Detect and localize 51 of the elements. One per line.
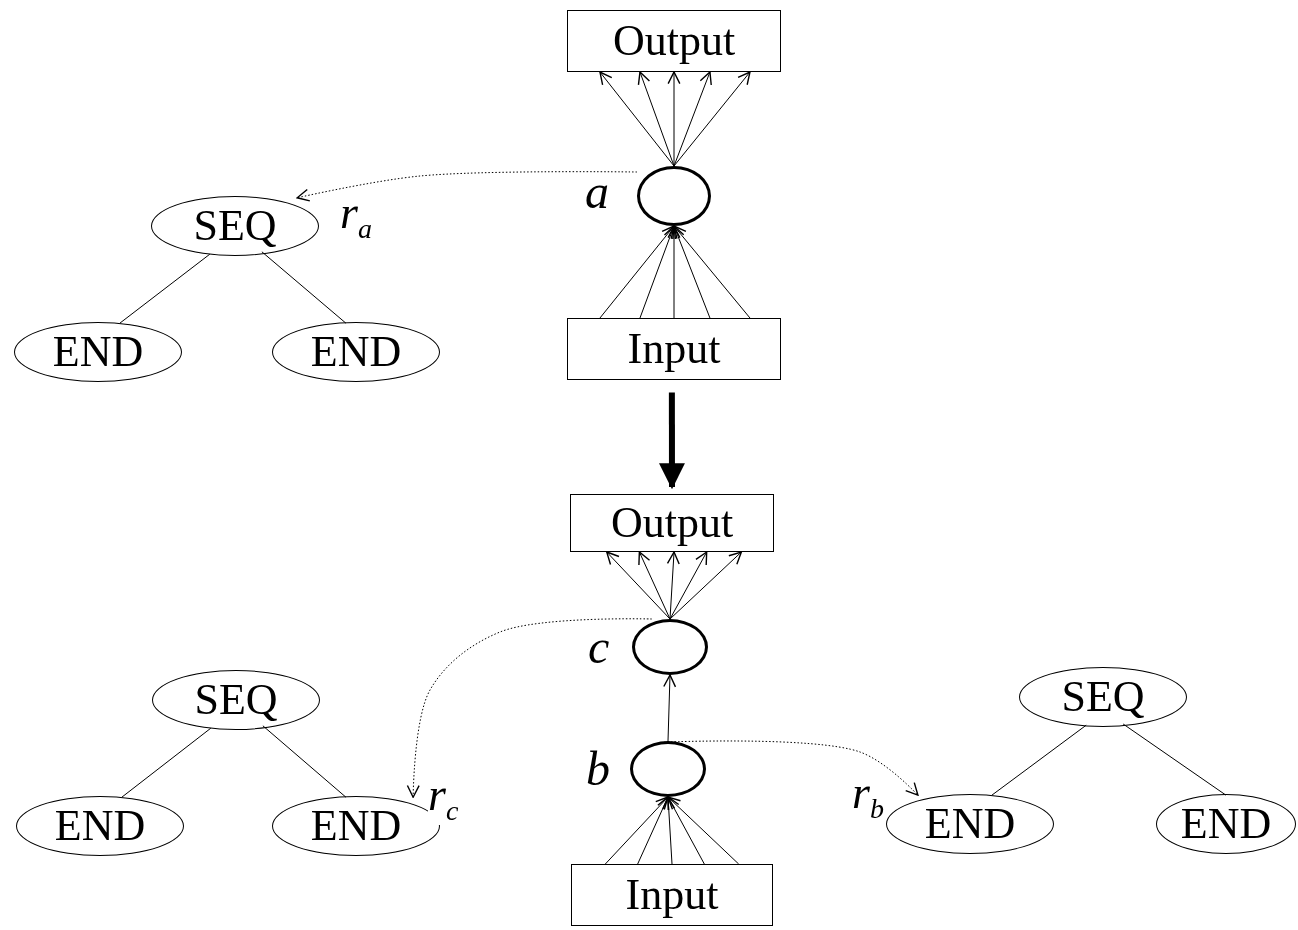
arrow bbox=[599, 225, 675, 319]
dotted-arrow bbox=[406, 618, 653, 798]
node-label: Input bbox=[627, 327, 721, 371]
arrow bbox=[637, 71, 675, 167]
tree-line bbox=[119, 253, 211, 324]
arrow bbox=[637, 796, 670, 865]
arrow bbox=[667, 225, 681, 319]
node-letter: b bbox=[586, 745, 610, 793]
arrow bbox=[606, 551, 671, 620]
arrow bbox=[638, 551, 671, 620]
arrow bbox=[669, 551, 743, 620]
tree-line bbox=[1122, 723, 1227, 796]
process-box bbox=[567, 10, 781, 72]
tree-line bbox=[991, 724, 1087, 796]
node-label: END bbox=[54, 804, 146, 848]
node-label: Output bbox=[610, 501, 734, 545]
node-label: SEQ bbox=[1061, 675, 1145, 719]
circle-node bbox=[630, 741, 706, 797]
tree-line bbox=[261, 251, 347, 324]
node-letter: a bbox=[585, 168, 609, 216]
arrow bbox=[599, 71, 675, 167]
node-label: Output bbox=[612, 19, 736, 63]
arrow bbox=[662, 796, 676, 865]
arrow bbox=[669, 551, 708, 620]
circle-node bbox=[632, 619, 708, 675]
arrow bbox=[639, 225, 677, 319]
node-label: SEQ bbox=[193, 204, 277, 248]
tree-line bbox=[121, 727, 212, 798]
node-label: END bbox=[1180, 802, 1272, 846]
arrow bbox=[666, 551, 680, 620]
process-box bbox=[567, 318, 781, 380]
node-label: END bbox=[924, 802, 1016, 846]
arrow bbox=[673, 71, 751, 167]
circle-node bbox=[637, 166, 711, 226]
node-label: Input bbox=[625, 873, 719, 917]
arrow bbox=[667, 796, 740, 865]
arrow bbox=[667, 796, 705, 865]
dotted-arrow bbox=[296, 171, 638, 202]
thick-arrow bbox=[658, 392, 685, 490]
tree-line bbox=[262, 725, 347, 798]
node-label: END bbox=[310, 330, 402, 374]
arrow bbox=[604, 796, 669, 865]
process-box bbox=[570, 494, 774, 552]
node-label: END bbox=[310, 804, 402, 848]
node-label: END bbox=[52, 330, 144, 374]
arrow bbox=[672, 225, 711, 319]
arrow bbox=[673, 71, 712, 167]
node-letter: c bbox=[588, 623, 610, 671]
arrow bbox=[673, 225, 751, 319]
process-box bbox=[571, 864, 773, 926]
node-label: SEQ bbox=[194, 678, 278, 722]
